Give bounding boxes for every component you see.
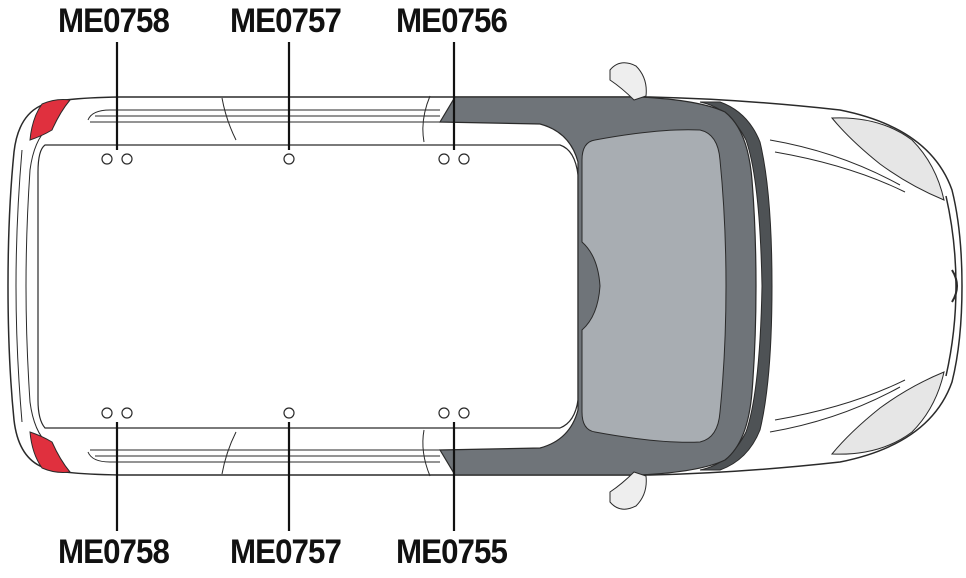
door-line-top [221, 97, 237, 141]
mount-point [121, 407, 133, 419]
headlight-bottom [830, 371, 945, 455]
rear-bumper-line [15, 149, 23, 423]
mount-point [438, 153, 450, 165]
rail-groove-top [87, 109, 440, 123]
mirror-top [609, 62, 647, 101]
door-line-top-2 [422, 95, 431, 143]
mount-point [283, 407, 295, 419]
part-label-bottom-front: ME0755 [396, 533, 508, 571]
mount-points [101, 153, 470, 419]
windshield-glass [581, 129, 727, 443]
front-badge [951, 269, 958, 303]
mirror-bottom [609, 471, 647, 510]
mount-point [458, 407, 470, 419]
mount-point [121, 153, 133, 165]
roof-panel [37, 144, 579, 429]
part-label-top-middle: ME0757 [230, 2, 342, 40]
mount-point [458, 153, 470, 165]
part-label-bottom-middle: ME0757 [230, 533, 342, 571]
door-line-bottom [221, 431, 237, 475]
rear-contour [25, 127, 49, 445]
mount-point [101, 407, 113, 419]
hood-line-bottom [769, 379, 906, 433]
mount-point [283, 153, 295, 165]
hood-line-top [769, 139, 906, 193]
leader-lines [115, 42, 456, 531]
mount-point [101, 153, 113, 165]
headlight-top [830, 117, 945, 201]
roof-edge-dark [699, 101, 773, 471]
part-label-bottom-rear: ME0758 [58, 533, 170, 571]
mount-point [438, 407, 450, 419]
part-label-top-rear: ME0758 [58, 2, 170, 40]
taillight-bottom [29, 431, 71, 473]
rail-groove-bottom [87, 449, 440, 463]
taillight-top [29, 99, 71, 141]
door-line-bottom-2 [422, 429, 431, 477]
part-label-top-front: ME0756 [396, 2, 508, 40]
